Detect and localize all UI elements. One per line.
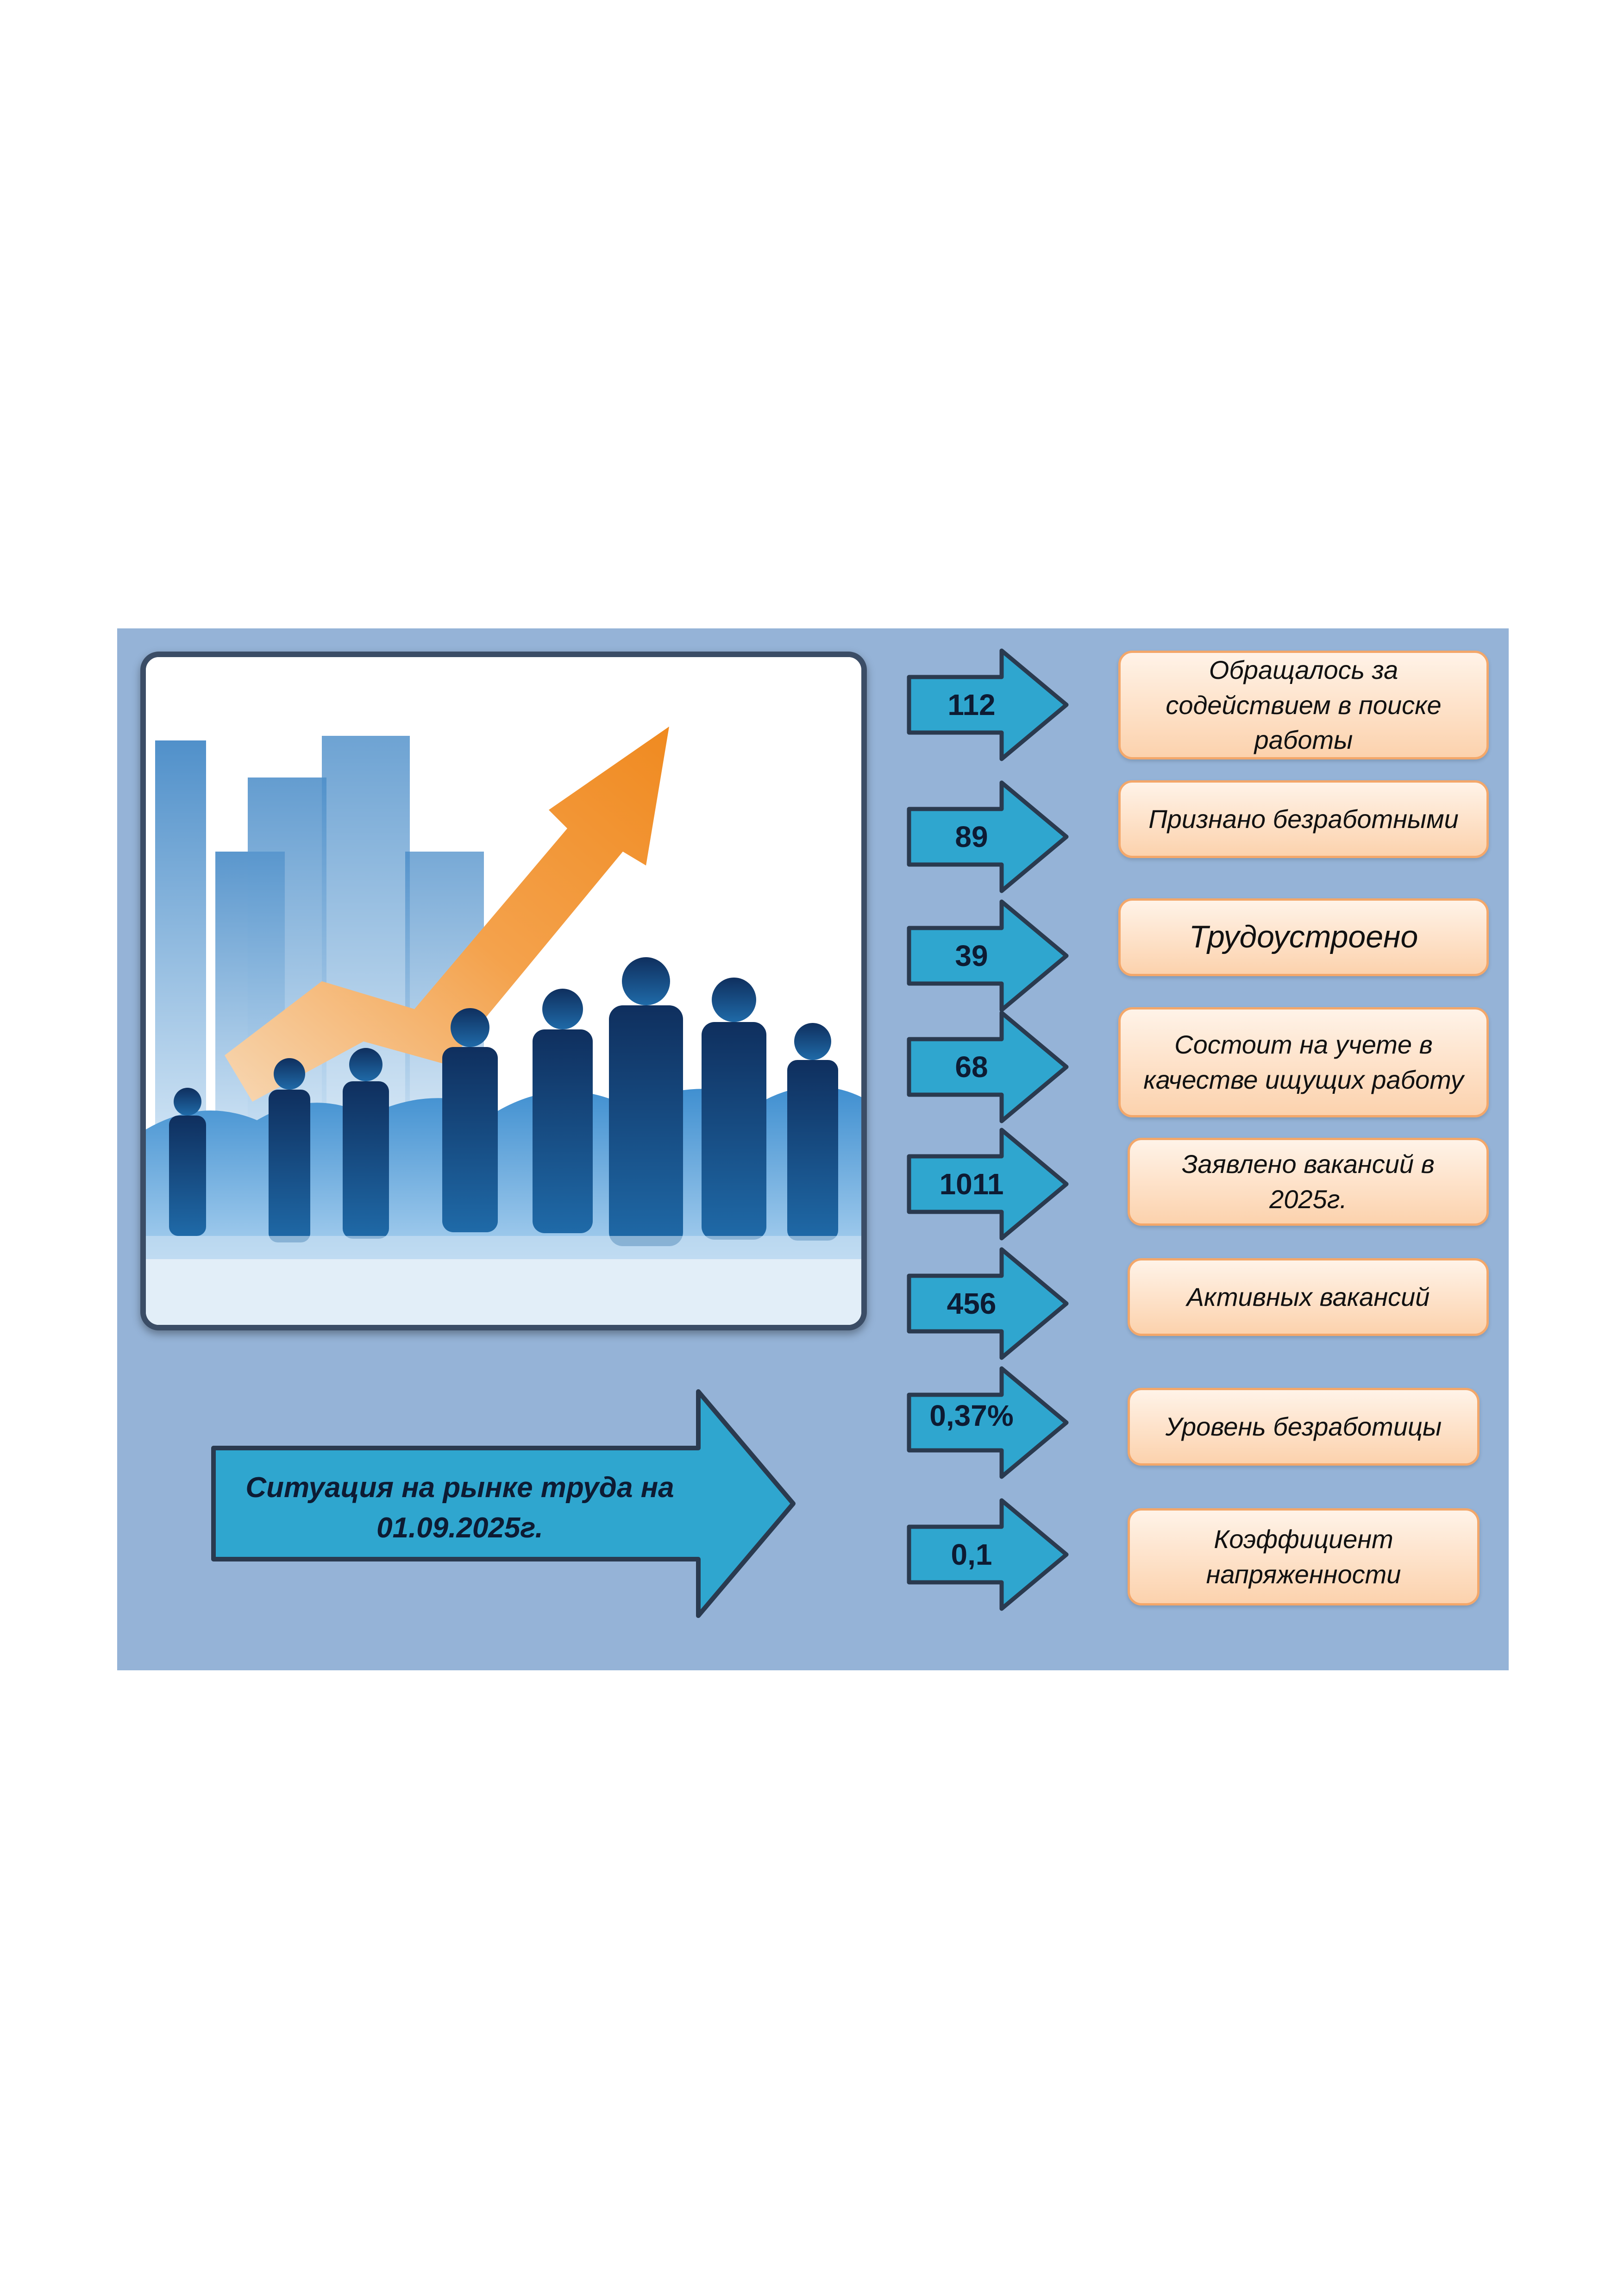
stat-value: 89	[955, 820, 988, 853]
stat-label: Признано безработными	[1118, 780, 1489, 858]
stat-arrow-shape	[907, 648, 1069, 761]
stat-label: Трудоустроено	[1118, 898, 1489, 976]
stat-arrow-shape	[907, 1498, 1069, 1611]
stat-arrow-shape	[907, 1247, 1069, 1360]
stat-value: 68	[955, 1050, 988, 1084]
stat-arrow-unemployment-rate: 0,37%	[904, 1365, 1071, 1480]
stat-arrow-vacancies-declared: 1011	[904, 1126, 1071, 1242]
stat-arrow-active-vacancies: 456	[904, 1246, 1071, 1361]
stat-label: Состоит на учете в качестве ищущих работ…	[1118, 1007, 1489, 1117]
stat-value: 0,1	[951, 1538, 992, 1571]
headline-arrow: Ситуация на рынке труда на 01.09.2025г.	[210, 1388, 798, 1619]
stat-arrow-shape	[907, 1128, 1069, 1241]
stat-arrow-unemployed: 89	[904, 779, 1071, 895]
business-growth-illustration	[140, 652, 867, 1330]
stat-arrow-shape	[907, 1366, 1069, 1479]
headline-text: Ситуация на рынке труда на 01.09.2025г.	[245, 1472, 674, 1544]
stat-value: 112	[947, 688, 996, 721]
stat-value: 1011	[939, 1167, 1004, 1201]
stat-arrow-shape	[907, 899, 1069, 1012]
stat-arrow-applied: 112	[904, 647, 1071, 763]
stat-value: 0,37%	[929, 1399, 1014, 1432]
stat-arrow-job-seekers: 68	[904, 1009, 1071, 1125]
stat-label: Коэффициент напряженности	[1128, 1508, 1480, 1605]
illustration-picture	[146, 657, 861, 1325]
stat-value: 39	[955, 939, 988, 972]
stat-arrow-tension-ratio: 0,1	[904, 1497, 1071, 1612]
infographic-panel: 112 Обращалось за содействием в поиске р…	[117, 628, 1509, 1670]
stat-arrow-shape	[907, 1010, 1069, 1123]
stat-label: Активных вакансий	[1128, 1258, 1489, 1336]
stat-label: Обращалось за содействием в поиске работ…	[1118, 651, 1489, 759]
stat-arrow-employed: 39	[904, 898, 1071, 1014]
stat-label: Уровень безработицы	[1128, 1388, 1480, 1466]
stat-label: Заявлено вакансий в 2025г.	[1128, 1138, 1489, 1226]
headline-arrow-shape	[211, 1389, 796, 1618]
stat-arrow-shape	[907, 780, 1069, 893]
stat-value: 456	[947, 1287, 997, 1320]
